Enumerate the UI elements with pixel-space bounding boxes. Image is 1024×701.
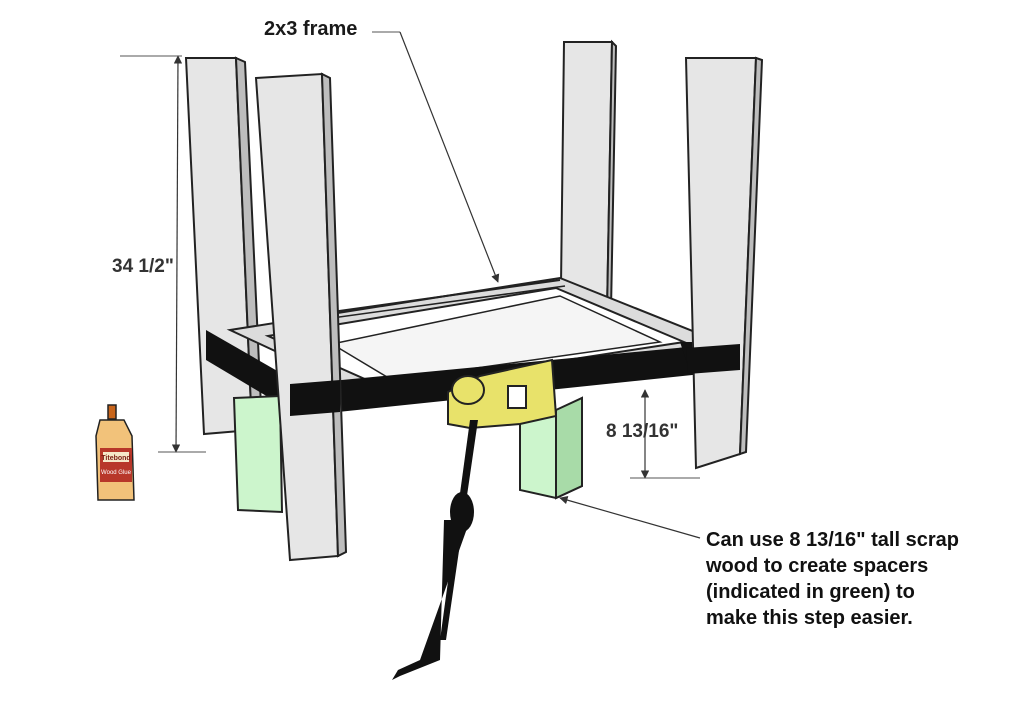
frame-leader [372, 31, 500, 283]
front-right-leg [684, 56, 764, 470]
glue-bottle-icon: Titebond Wood Glue [95, 404, 135, 501]
spacer-height-label: 8 13/16" [606, 421, 679, 442]
spacer-dimension [630, 389, 700, 479]
spacer-note-leader [559, 496, 701, 539]
front-left-leg [254, 72, 348, 562]
front-left-spacer [232, 394, 284, 514]
note-line: make this step easier. [706, 607, 913, 629]
ratchet-buckle [392, 358, 558, 680]
note-line: Can use 8 13/16" tall scrap [706, 529, 959, 551]
note-line: (indicated in green) to [706, 581, 915, 603]
glue-product-text: Wood Glue [101, 470, 132, 476]
front-right-spacer [519, 396, 583, 500]
note-line: wood to create spacers [706, 555, 929, 577]
frame-label: 2x3 frame [264, 18, 358, 40]
strap-front-segment [290, 380, 340, 416]
height-dimension [120, 55, 206, 453]
spacer-note: Can use 8 13/16" tall scrap wood to crea… [706, 527, 1006, 631]
height-label: 34 1/2" [112, 256, 174, 277]
glue-brand-text: Titebond [101, 455, 130, 462]
